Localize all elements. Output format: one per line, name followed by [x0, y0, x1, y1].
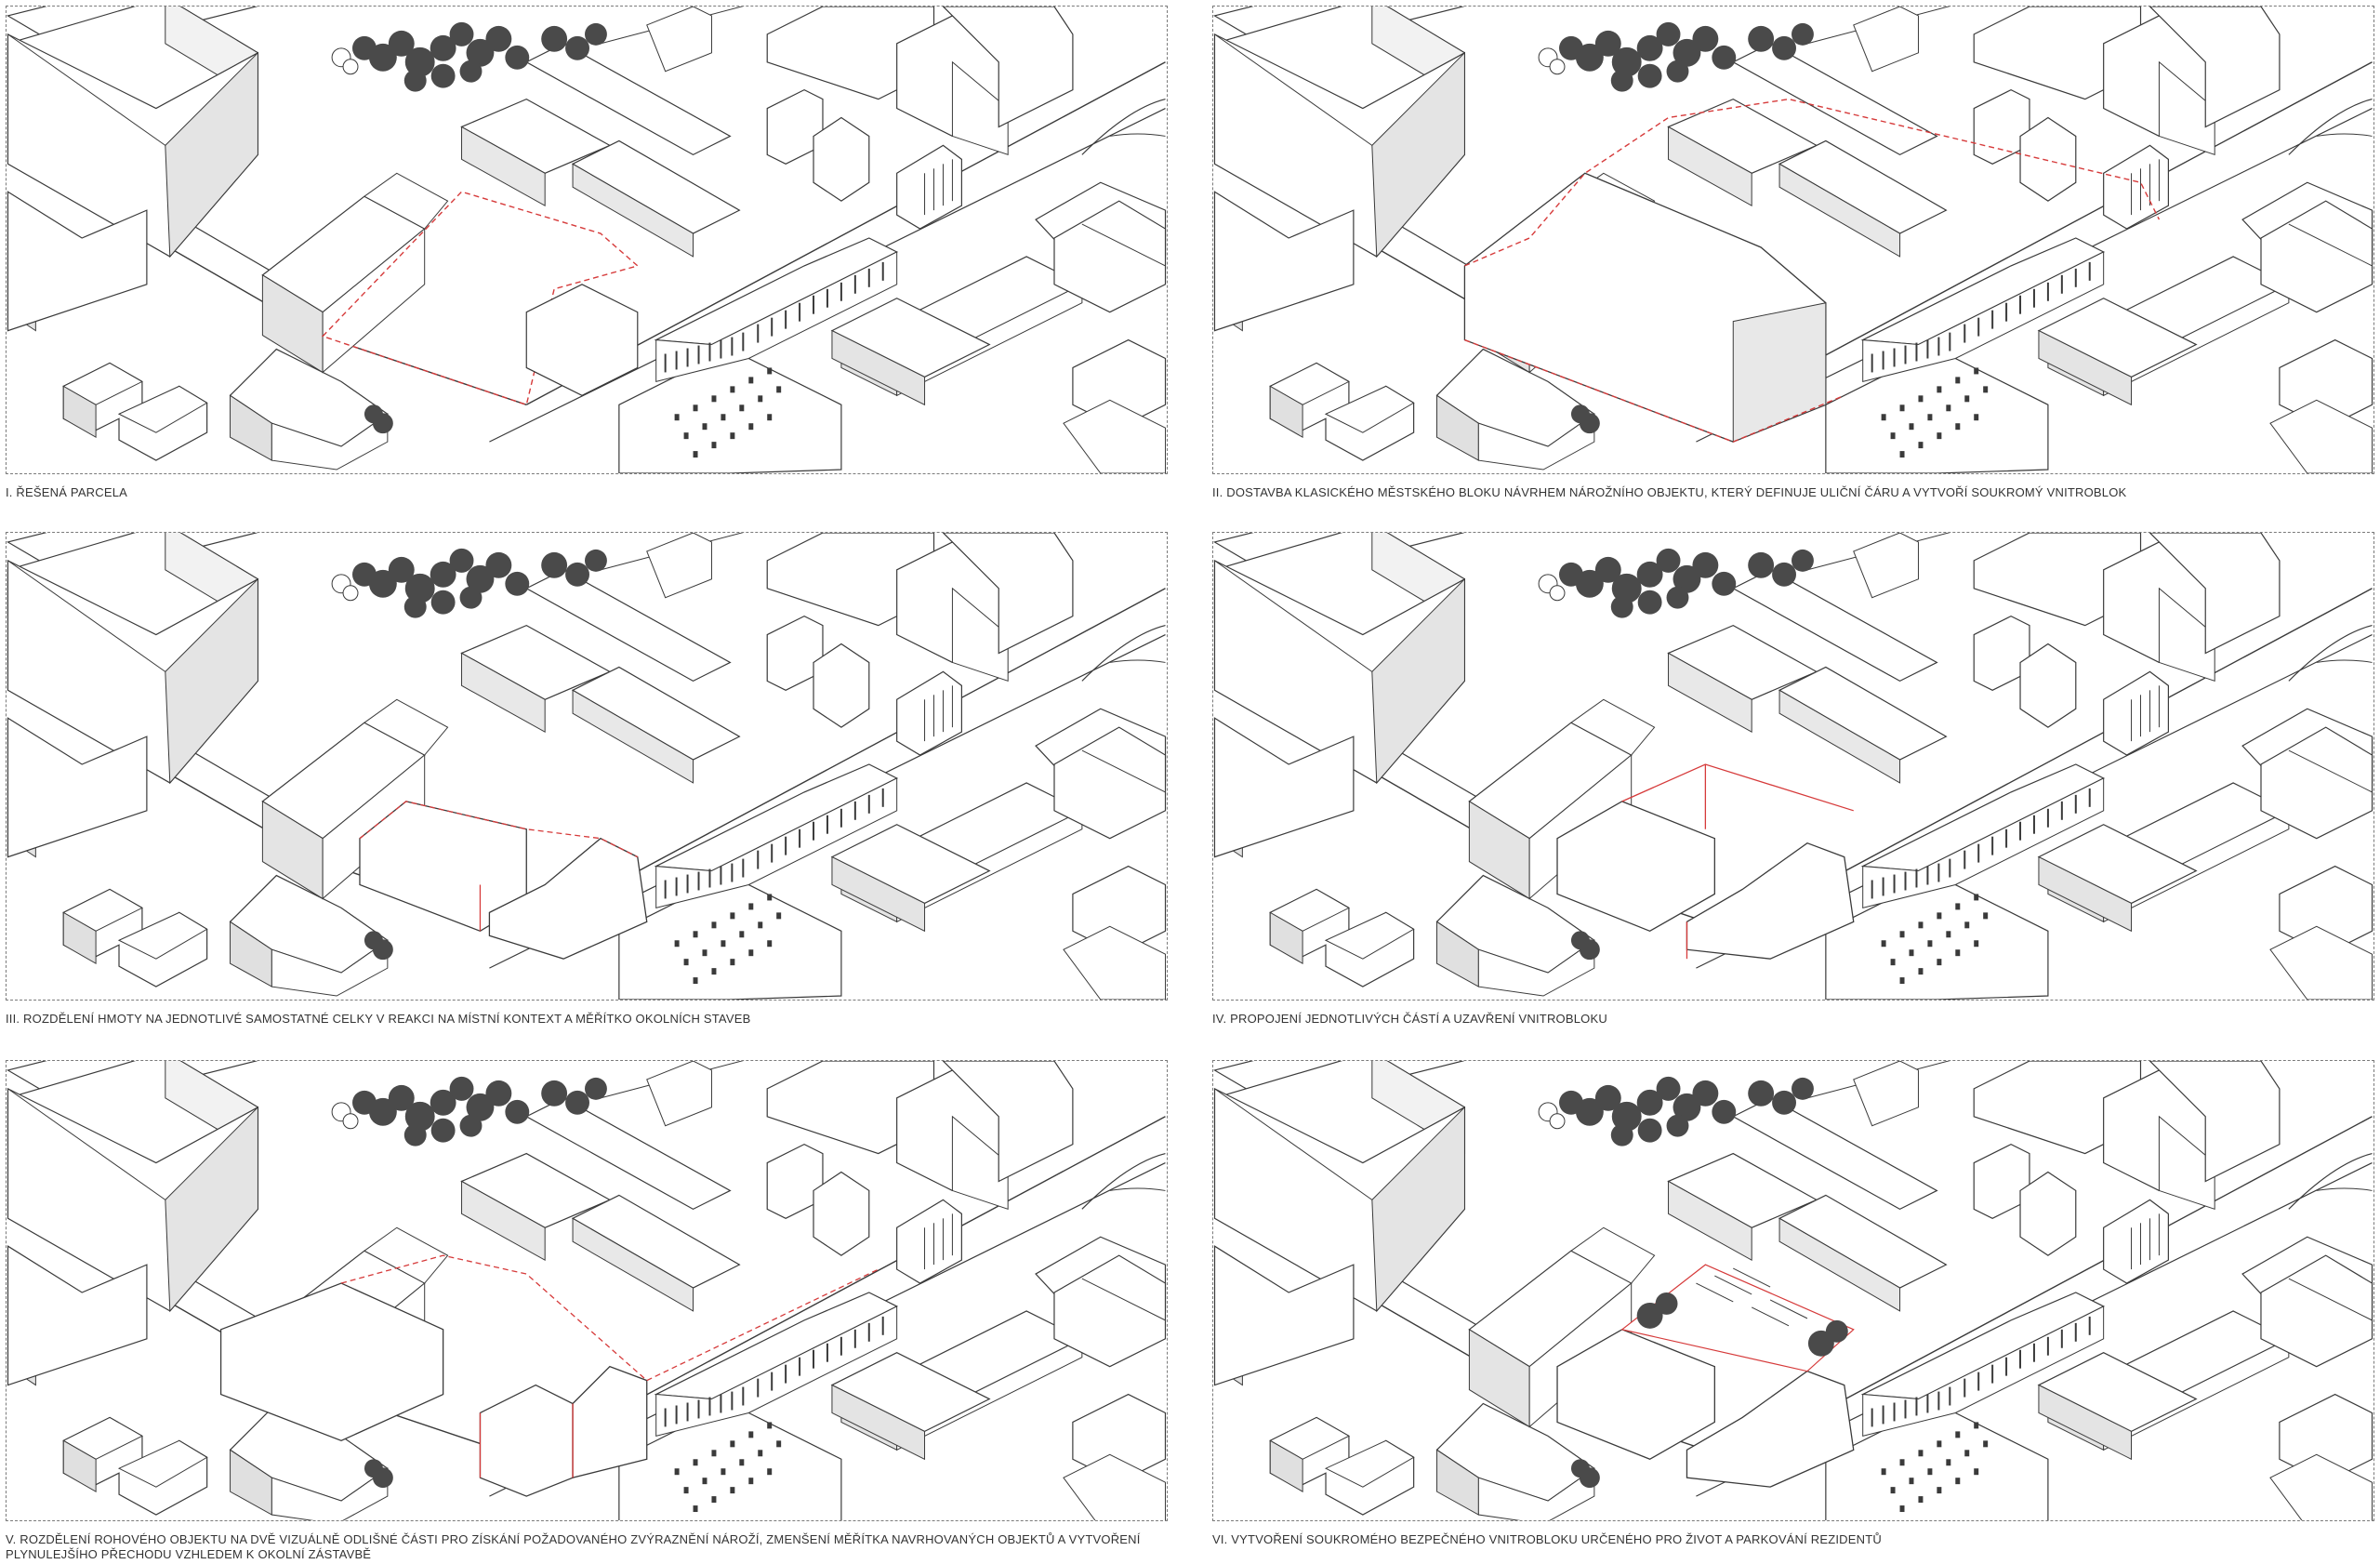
courtyard-parking: [1620, 1264, 1855, 1372]
step-4-axonometric-drawing: [1213, 533, 2373, 1000]
step-3-panel: [6, 532, 1168, 1001]
step-5-axonometric-drawing: [7, 1061, 1167, 1520]
connected-mass-b: [1686, 842, 1855, 960]
step-5-caption: V. ROZDĚLENÍ ROHOVÉHO OBJEKTU NA DVĚ VIZ…: [6, 1532, 1141, 1561]
step-6-caption: VI. VYTVOŘENÍ SOUKROMÉHO BEZPEČNÉHO VNIT…: [1212, 1532, 1882, 1546]
step-2-axonometric-drawing: [1213, 7, 2373, 473]
step-1-panel: [6, 6, 1168, 474]
step-6-axonometric-drawing: [1213, 1061, 2373, 1520]
step-2-panel: [1212, 6, 2374, 474]
step-5-panel: [6, 1060, 1168, 1521]
step-3-axonometric-drawing: [7, 533, 1167, 1000]
courtyard-trees: [1636, 1292, 1848, 1357]
corner-part-2: [572, 1365, 648, 1479]
step-4-caption: IV. PROPOJENÍ JEDNOTLIVÝCH ČÁSTÍ A UZAVŘ…: [1212, 1012, 1607, 1026]
mass-part-b: [488, 837, 648, 960]
courtyard-closure-line: [1621, 763, 1854, 812]
step-2-caption: II. DOSTAVBA KLASICKÉHO MĚSTSKÉHO BLOKU …: [1212, 485, 2127, 499]
step-1-caption: I. ŘEŠENÁ PARCELA: [6, 485, 128, 499]
step-4-panel: [1212, 532, 2374, 1001]
step-6-panel: [1212, 1060, 2374, 1521]
step-1-axonometric-drawing: [7, 7, 1167, 473]
corner-part-1: [479, 1384, 574, 1497]
step-3-caption: III. ROZDĚLENÍ HMOTY NA JEDNOTLIVÉ SAMOS…: [6, 1012, 751, 1026]
